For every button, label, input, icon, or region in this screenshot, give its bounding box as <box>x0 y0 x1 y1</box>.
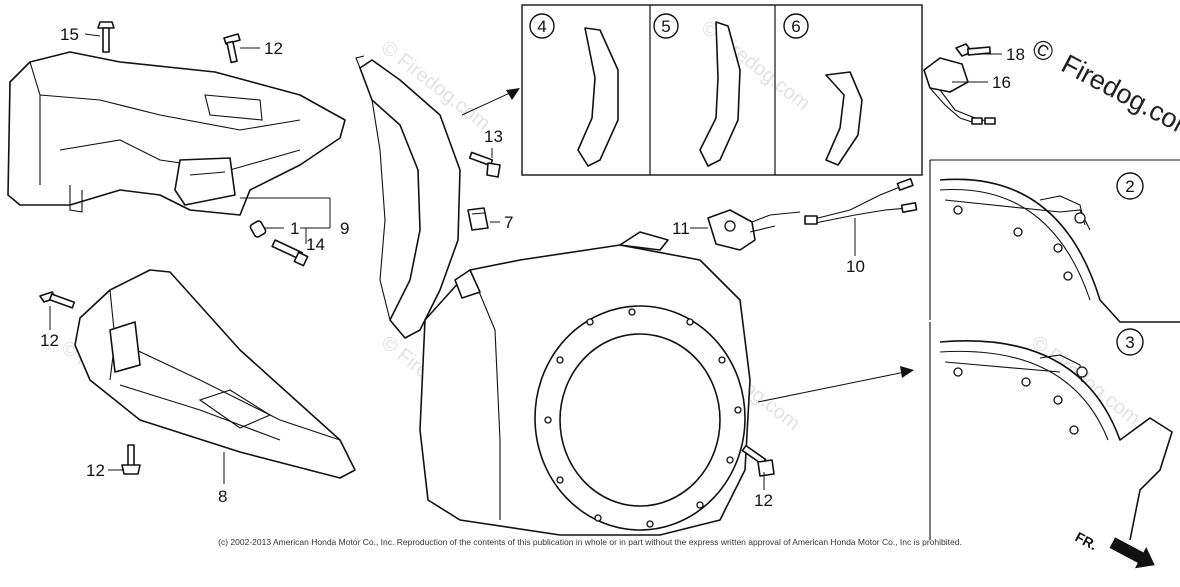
upper-air-guide-part <box>7 51 346 216</box>
detail-2-number: 2 <box>1125 177 1134 196</box>
variant-5-number: 5 <box>661 17 670 36</box>
callout-12-left: 12 <box>40 331 59 350</box>
callout-9: 9 <box>340 219 349 238</box>
bolt-12-top <box>223 33 241 64</box>
wire-harness-10-part <box>804 177 918 225</box>
detail-inset-2: 2 <box>929 159 1180 323</box>
callout-12-bottom: 12 <box>86 461 105 480</box>
callout-16: 16 <box>992 73 1011 92</box>
copyright-footer: (c) 2002-2013 American Honda Motor Co., … <box>218 537 962 547</box>
bolt-13 <box>468 151 501 178</box>
fan-shroud-part <box>419 231 751 536</box>
bolt-12-left <box>39 291 76 309</box>
callout-12-top: 12 <box>264 39 283 58</box>
front-arrow-icon <box>1109 537 1155 569</box>
callout-10: 10 <box>846 257 865 276</box>
inset-variants-box: 4 5 6 <box>521 4 923 176</box>
callout-11: 11 <box>672 219 690 238</box>
bolt-15 <box>97 21 115 53</box>
front-direction-indicator: FR. <box>1073 529 1155 569</box>
callout-14: 14 <box>306 235 325 254</box>
brand-name: Firedog.com <box>1057 48 1180 145</box>
collar-1 <box>249 220 267 238</box>
copyright-symbol: © <box>1027 33 1059 69</box>
bolt-12-right <box>741 444 775 477</box>
variant-4: 4 <box>529 13 619 167</box>
module-16-part <box>923 57 996 125</box>
svg-text:© Firedog.com: © Firedog.com <box>1027 33 1180 146</box>
callout-18: 18 <box>1006 45 1025 64</box>
cover-strip-part <box>355 55 461 339</box>
switch-11-part <box>707 209 801 251</box>
callout-labels: 15 12 1 14 9 12 12 8 13 7 11 10 18 16 12 <box>40 25 1025 510</box>
callout-7: 7 <box>504 213 513 232</box>
variant-6-number: 6 <box>791 17 800 36</box>
clip-7 <box>467 207 489 231</box>
variant-4-number: 4 <box>537 17 546 36</box>
detail-inset-3: 3 <box>929 322 1173 541</box>
callout-15: 15 <box>60 25 79 44</box>
callout-13: 13 <box>484 127 503 146</box>
variant-6: 6 <box>783 13 863 166</box>
pointer-arrow-top <box>461 88 520 116</box>
pointer-arrow-bottom <box>757 366 914 403</box>
callout-12-right: 12 <box>754 491 773 510</box>
lower-air-guide-part <box>74 269 356 479</box>
leader-lines <box>49 33 1002 490</box>
brand-mark: © Firedog.com <box>1027 33 1180 146</box>
detail-3-number: 3 <box>1125 333 1134 352</box>
callout-8: 8 <box>218 487 227 506</box>
bolt-12-bottom <box>121 444 141 475</box>
screw-14 <box>271 239 309 267</box>
variant-5: 5 <box>653 13 741 167</box>
callout-1: 1 <box>290 219 299 238</box>
